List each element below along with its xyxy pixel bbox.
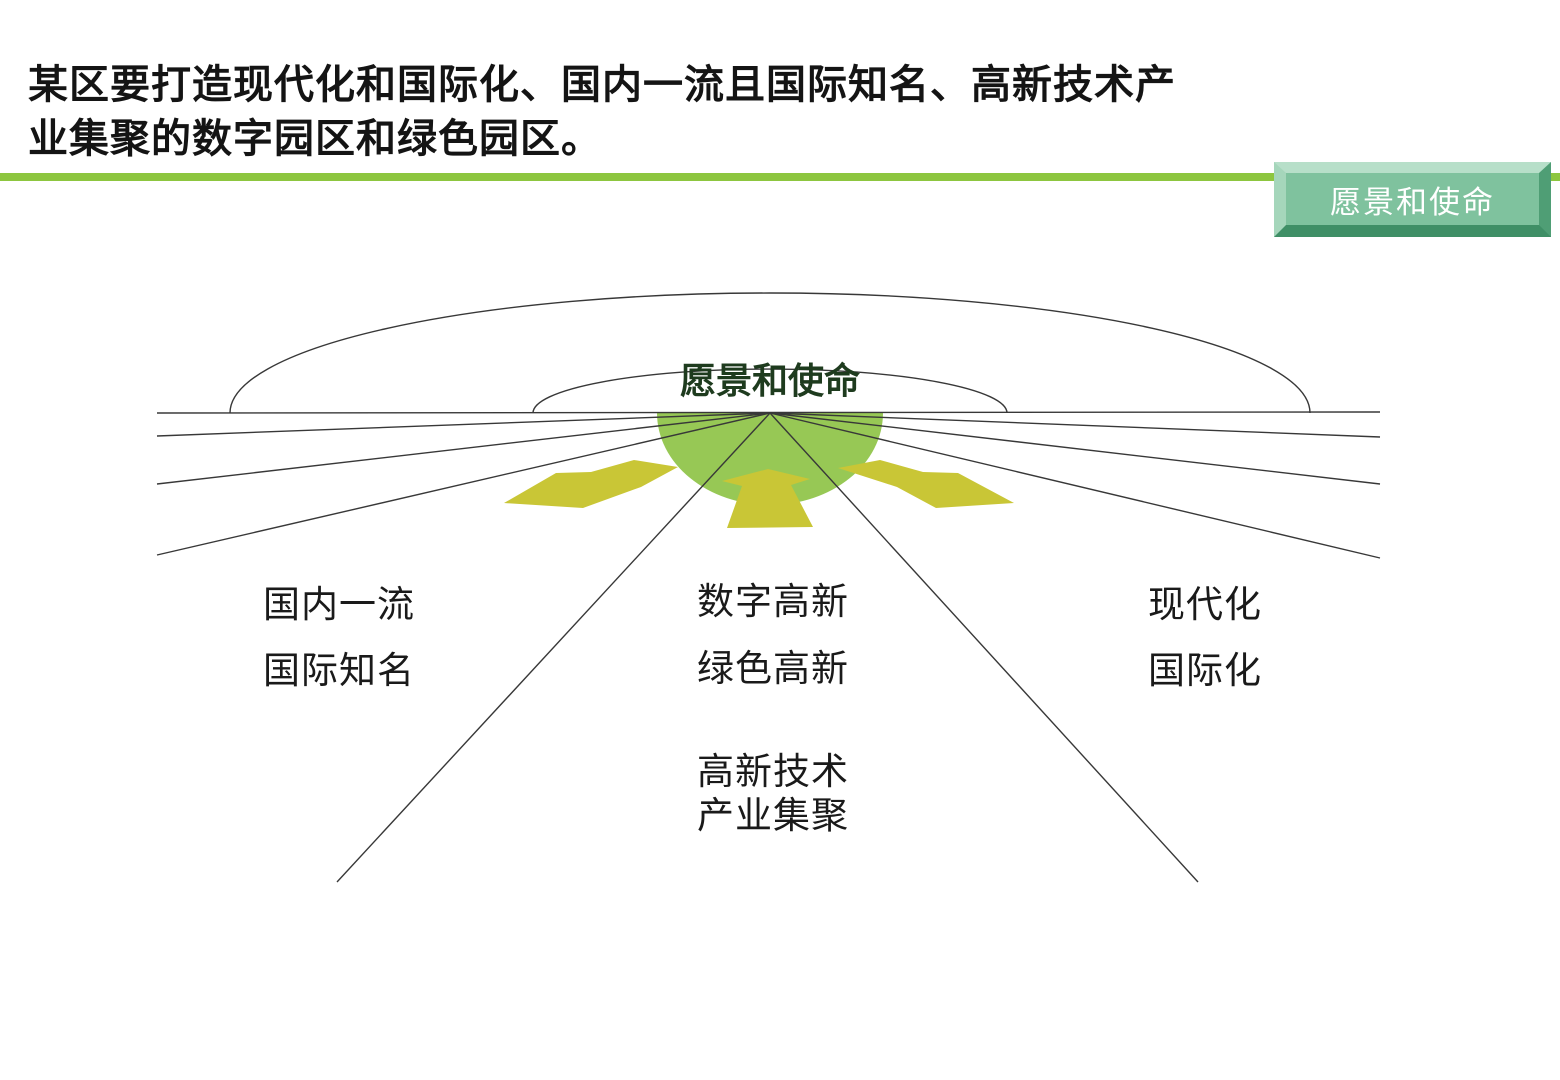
ray-right-2 xyxy=(769,412,1381,485)
ray-right-3 xyxy=(769,412,1381,559)
label-center-2: 绿色高新 xyxy=(697,649,849,690)
label-center-3-line2: 产业集聚 xyxy=(697,796,849,837)
title-line-2: 业集聚的数字园区和绿色园区。 xyxy=(28,117,602,161)
ray-left-2 xyxy=(156,412,771,485)
title-line-1: 某区要打造现代化和国际化、国内一流且国际知名、高新技术产 xyxy=(28,63,1176,107)
section-badge-label: 愿景和使命 xyxy=(1330,184,1495,220)
label-center-1: 数字高新 xyxy=(697,582,849,623)
label-right-1: 现代化 xyxy=(1148,585,1262,626)
ray-left-1 xyxy=(156,412,771,437)
label-center-3-line1: 高新技术 xyxy=(697,752,849,793)
ray-left-long xyxy=(336,412,771,883)
ray-right-long xyxy=(769,412,1199,883)
hub-ellipse xyxy=(657,413,883,505)
page-title: 某区要打造现代化和国际化、国内一流且国际知名、高新技术产 业集聚的数字园区和绿色… xyxy=(28,58,1176,166)
ray-left-3 xyxy=(156,412,771,556)
label-left-2: 国际知名 xyxy=(263,651,415,692)
label-center-3: 高新技术 产业集聚 xyxy=(697,751,849,839)
distance-arc-large xyxy=(229,292,1311,414)
arrow-group xyxy=(504,460,1014,528)
section-badge: 愿景和使命 xyxy=(1274,162,1551,237)
perspective-grid xyxy=(156,292,1381,883)
distance-arc-small xyxy=(532,368,1008,414)
ray-right-1 xyxy=(769,412,1381,438)
arrow-left xyxy=(504,460,678,508)
hub-label: 愿景和使命 xyxy=(679,361,860,401)
arrow-middle xyxy=(722,469,813,528)
arrow-right xyxy=(838,460,1014,508)
label-left-1: 国内一流 xyxy=(263,585,415,626)
label-right-2: 国际化 xyxy=(1148,651,1262,692)
divider-line xyxy=(0,173,1560,181)
